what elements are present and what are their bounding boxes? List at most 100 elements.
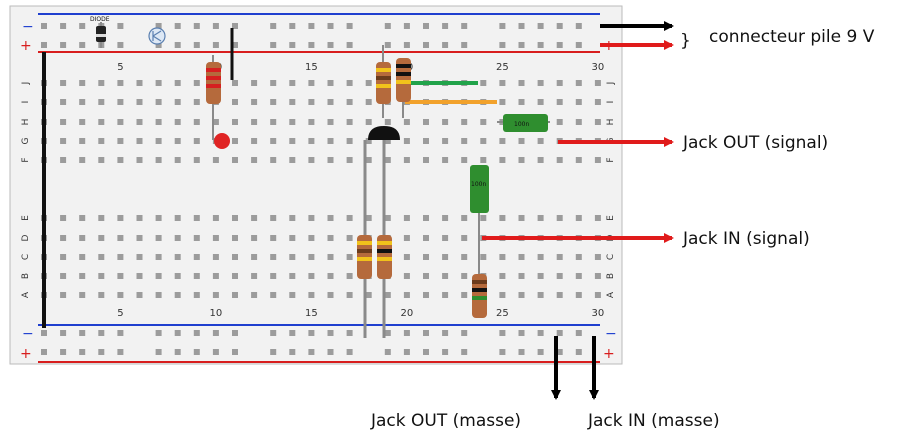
rail-hole bbox=[41, 23, 47, 29]
row-letter-left: F bbox=[21, 157, 31, 162]
row-letter-left: I bbox=[21, 101, 31, 104]
rail-hole bbox=[327, 23, 334, 29]
grid-hole bbox=[60, 215, 67, 221]
rail-hole bbox=[423, 23, 429, 29]
rail-hole bbox=[79, 349, 86, 355]
grid-hole bbox=[193, 138, 200, 144]
grid-hole bbox=[212, 119, 219, 125]
rail-hole bbox=[499, 42, 506, 48]
transistor-symbol-icon bbox=[148, 27, 166, 45]
grid-hole bbox=[232, 80, 238, 86]
rail-hole bbox=[403, 23, 410, 29]
grid-hole bbox=[251, 215, 258, 221]
grid-hole bbox=[174, 292, 181, 298]
row-letter-left: H bbox=[21, 119, 31, 126]
rail-hole bbox=[442, 349, 449, 355]
grid-hole bbox=[98, 157, 105, 163]
rail-hole bbox=[384, 349, 391, 355]
rail-hole bbox=[384, 330, 391, 336]
resistor-4 bbox=[357, 235, 372, 279]
rail-hole bbox=[60, 23, 67, 29]
label-jack-out-signal: Jack OUT (signal) bbox=[682, 133, 828, 153]
capacitor-1: 100n bbox=[497, 114, 550, 132]
grid-hole bbox=[308, 254, 315, 260]
column-number-bottom: 5 bbox=[117, 308, 123, 319]
grid-hole bbox=[193, 157, 200, 163]
grid-hole bbox=[174, 254, 181, 260]
rail-bottom-plus: + bbox=[20, 346, 32, 362]
rail-hole bbox=[60, 42, 67, 48]
grid-hole bbox=[117, 80, 124, 86]
rail-hole bbox=[117, 330, 124, 336]
grid-hole bbox=[193, 235, 200, 241]
grid-hole bbox=[117, 235, 124, 241]
rail-hole bbox=[60, 330, 67, 336]
rail-hole bbox=[212, 23, 219, 29]
grid-hole bbox=[556, 215, 563, 221]
grid-hole bbox=[79, 138, 86, 144]
grid-hole bbox=[499, 292, 506, 298]
grid-hole bbox=[575, 119, 582, 125]
grid-hole bbox=[461, 235, 468, 241]
grid-hole bbox=[136, 99, 143, 105]
grid-hole bbox=[365, 215, 372, 221]
grid-hole bbox=[365, 80, 372, 86]
rail-hole bbox=[518, 42, 525, 48]
led bbox=[214, 133, 230, 149]
grid-hole bbox=[365, 292, 372, 298]
grid-hole bbox=[232, 215, 238, 221]
rail-hole bbox=[174, 42, 181, 48]
label-jack-in-ground: Jack IN (masse) bbox=[587, 411, 720, 430]
grid-hole bbox=[60, 273, 67, 279]
grid-hole bbox=[270, 157, 277, 163]
grid-hole bbox=[212, 254, 219, 260]
grid-hole bbox=[461, 215, 468, 221]
grid-hole bbox=[556, 292, 563, 298]
rail-hole bbox=[518, 349, 525, 355]
grid-hole bbox=[537, 157, 544, 163]
rail-hole bbox=[289, 42, 296, 48]
rail-hole bbox=[60, 349, 67, 355]
rail-hole bbox=[174, 330, 181, 336]
rail-hole bbox=[327, 42, 334, 48]
rail-hole bbox=[423, 349, 429, 355]
grid-hole bbox=[575, 80, 582, 86]
grid-hole bbox=[212, 215, 219, 221]
grid-hole bbox=[346, 235, 353, 241]
grid-hole bbox=[174, 80, 181, 86]
grid-hole bbox=[384, 119, 391, 125]
grid-hole bbox=[232, 157, 238, 163]
grid-hole bbox=[155, 138, 162, 144]
grid-hole bbox=[346, 119, 353, 125]
grid-hole bbox=[251, 99, 258, 105]
rail-hole bbox=[327, 349, 334, 355]
rail-hole bbox=[79, 23, 86, 29]
column-number-bottom: 30 bbox=[592, 308, 605, 319]
grid-hole bbox=[346, 292, 353, 298]
row-letter-right: F bbox=[606, 157, 616, 162]
grid-hole bbox=[327, 254, 334, 260]
grid-hole bbox=[403, 235, 410, 241]
rail-hole bbox=[461, 42, 468, 48]
grid-hole bbox=[136, 292, 143, 298]
label-jack-out-ground: Jack OUT (masse) bbox=[370, 411, 521, 430]
grid-hole bbox=[594, 80, 601, 86]
grid-hole bbox=[499, 157, 506, 163]
row-letter-left: C bbox=[21, 254, 31, 260]
grid-hole bbox=[442, 138, 449, 144]
grid-hole bbox=[212, 157, 219, 163]
grid-hole bbox=[537, 273, 544, 279]
grid-hole bbox=[308, 99, 315, 105]
grid-hole bbox=[537, 254, 544, 260]
rail-hole bbox=[327, 330, 334, 336]
grid-hole bbox=[537, 80, 544, 86]
grid-hole bbox=[155, 292, 162, 298]
grid-hole bbox=[289, 119, 296, 125]
rail-hole bbox=[41, 42, 47, 48]
resistor-3 bbox=[396, 58, 411, 102]
rail-hole bbox=[384, 42, 391, 48]
rail-top-minus: − bbox=[22, 19, 34, 35]
grid-hole bbox=[117, 157, 124, 163]
rail-hole bbox=[155, 349, 162, 355]
grid-hole bbox=[251, 292, 258, 298]
